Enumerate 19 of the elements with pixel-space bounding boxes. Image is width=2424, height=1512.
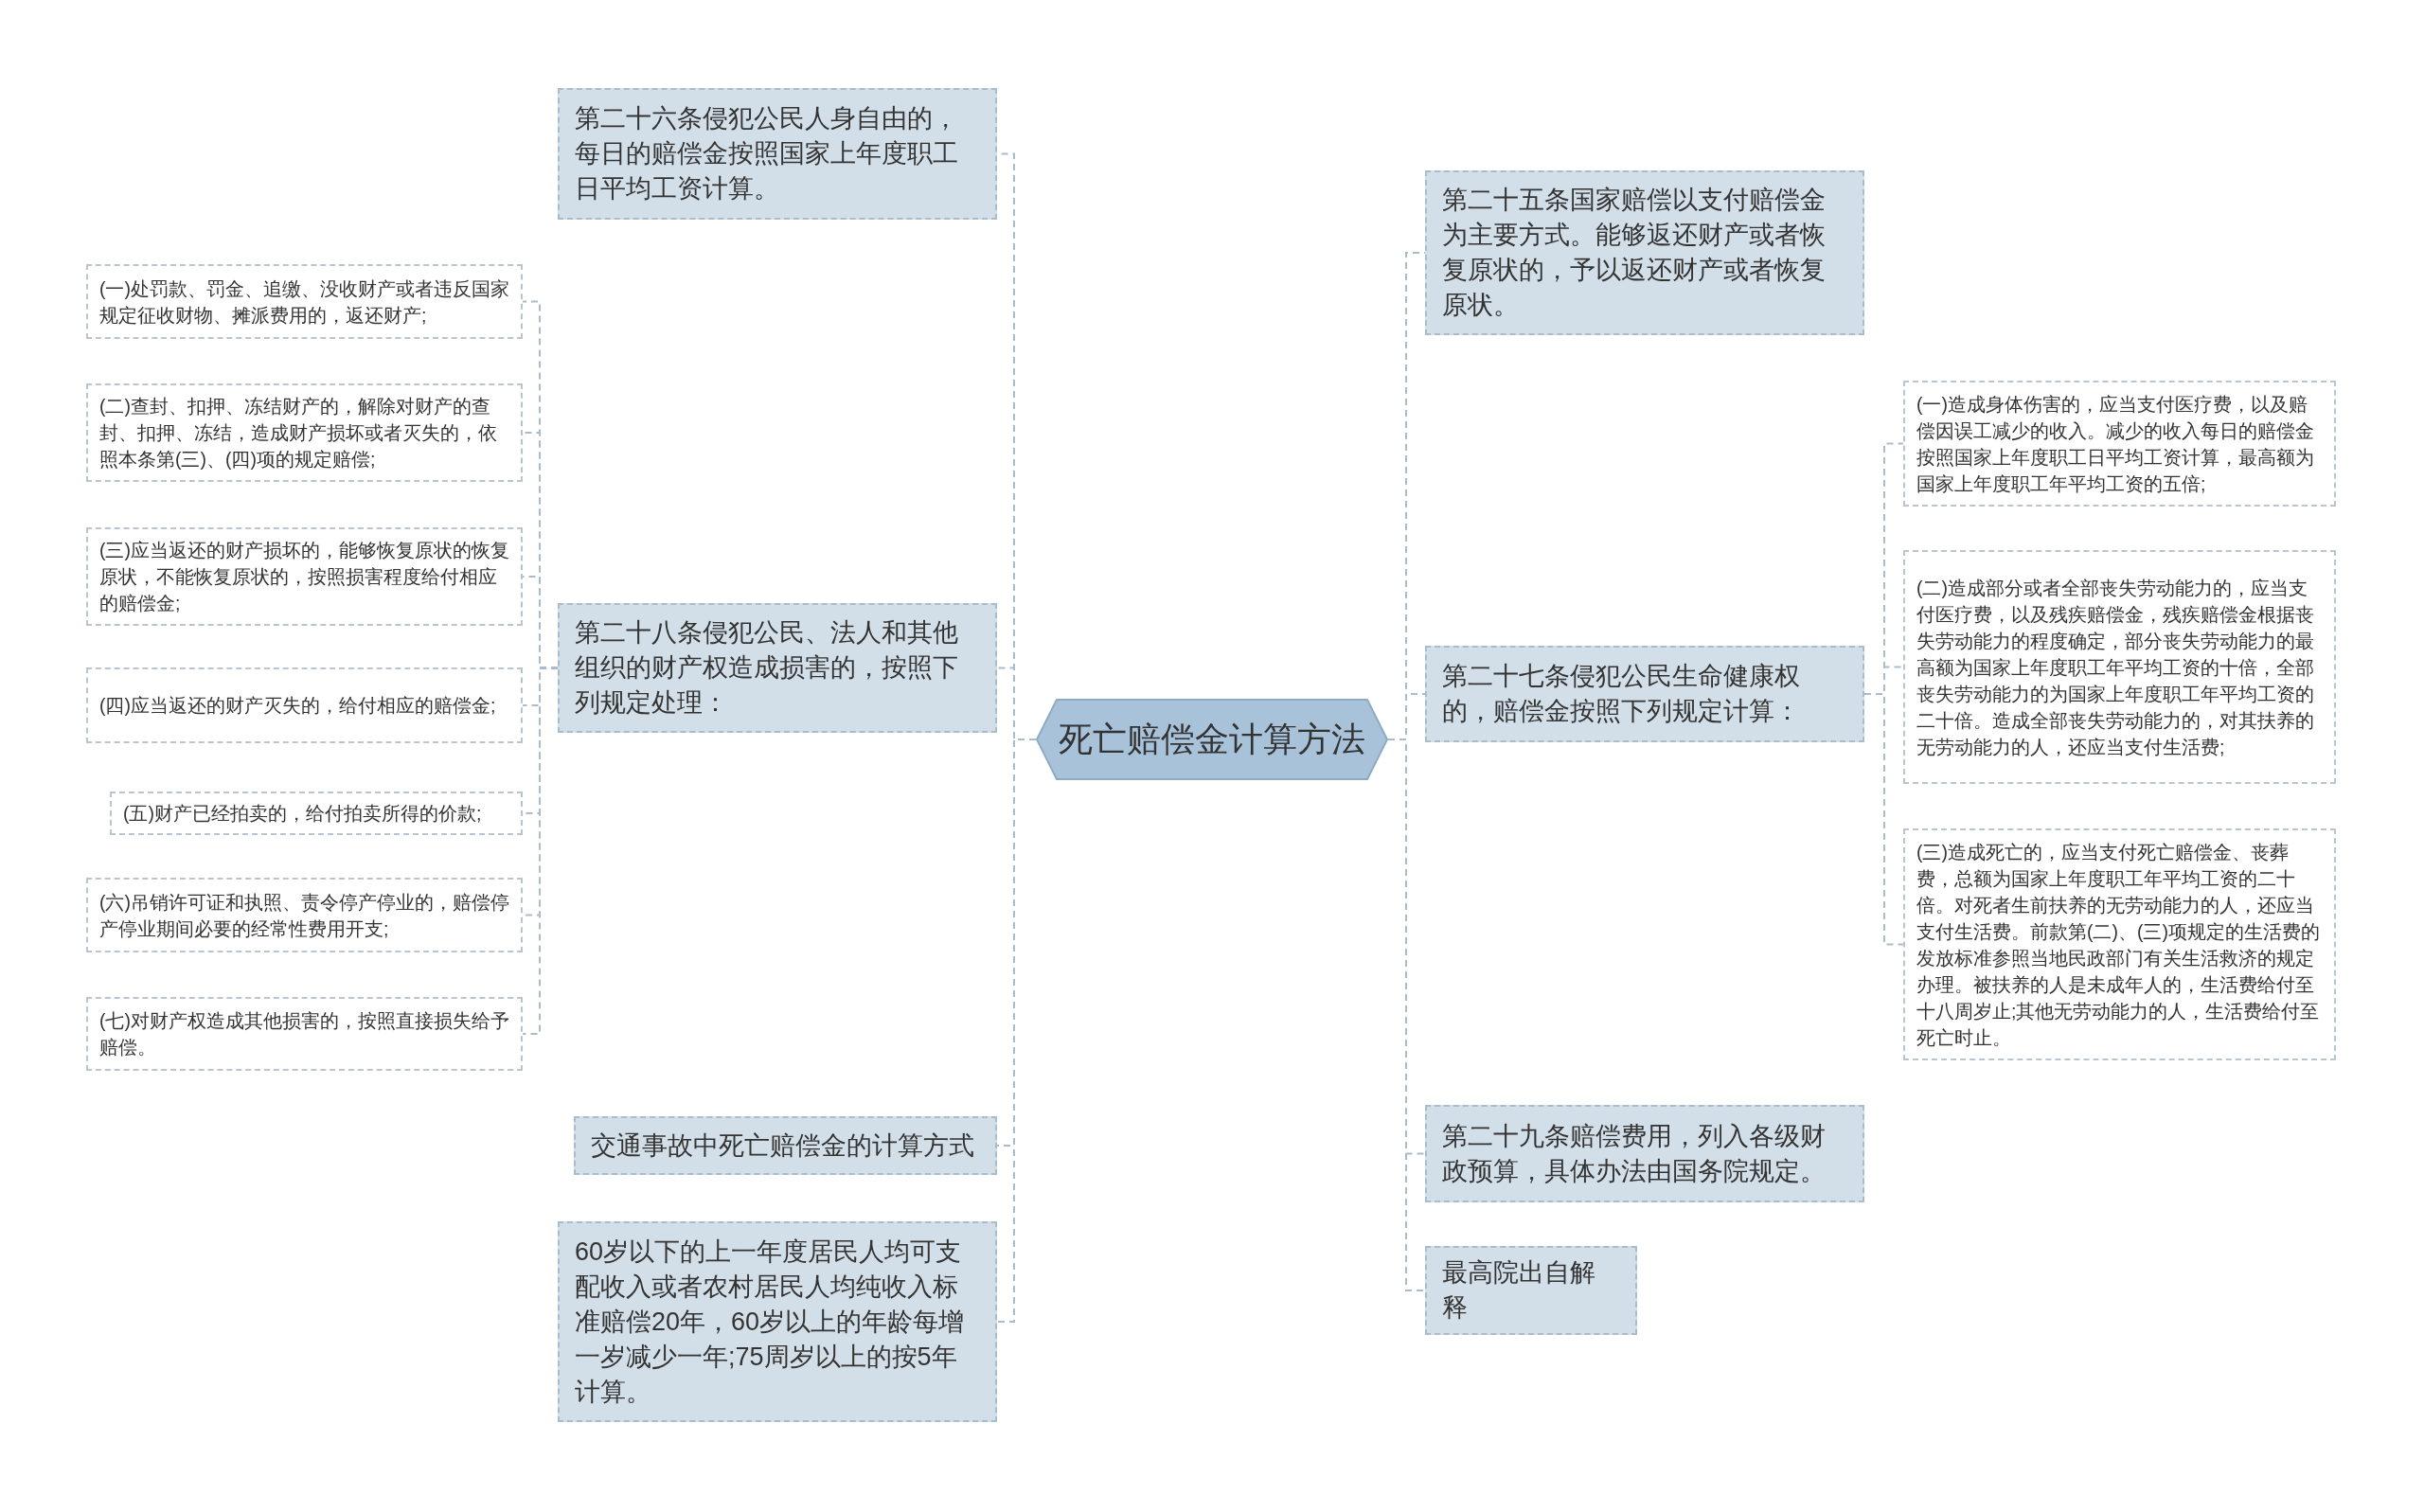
topic-box: 第二十九条赔偿费用，列入各级财政预算，具体办法由国务院规定。 bbox=[1425, 1105, 1864, 1202]
topic-box: 第二十五条国家赔偿以支付赔偿金为主要方式。能够返还财产或者恢复原状的，予以返还财产或者恢复原状。 bbox=[1425, 170, 1864, 335]
topic-box: 交通事故中死亡赔偿金的计算方式 bbox=[574, 1116, 997, 1175]
topic-box: 第二十八条侵犯公民、法人和其他组织的财产权造成损害的，按照下列规定处理： bbox=[558, 603, 997, 733]
subtopic-box: (七)对财产权造成其他损害的，按照直接损失给予赔偿。 bbox=[86, 997, 523, 1071]
topic-box: 第二十七条侵犯公民生命健康权的，赔偿金按照下列规定计算： bbox=[1425, 646, 1864, 742]
subtopic-box: (三)造成死亡的，应当支付死亡赔偿金、丧葬费，总额为国家上年度职工年平均工资的二十倍。对死者生前扶养的无劳动能力的人，还应当支付生活费。前款第(二)、(三)项规定的生活费的发放标准参照当地民政部门有关生活救济的规定办理。被扶养的人是未成年人的，生活费给付至十八周岁止;其他无劳动能力的人，生活费给付至死亡时止。 bbox=[1903, 828, 2336, 1060]
subtopic-box: (四)应当返还的财产灭失的，给付相应的赔偿金; bbox=[86, 667, 523, 743]
subtopic-box: (一)造成身体伤害的，应当支付医疗费，以及赔偿因误工减少的收入。减少的收入每日的赔偿金按照国家上年度职工日平均工资计算，最高额为国家上年度职工年平均工资的五倍; bbox=[1903, 381, 2336, 507]
subtopic-box: (一)处罚款、罚金、追缴、没收财产或者违反国家规定征收财物、摊派费用的，返还财产; bbox=[86, 264, 523, 339]
subtopic-box: (五)财产已经拍卖的，给付拍卖所得的价款; bbox=[110, 792, 523, 835]
topic-box: 最高院出自解释 bbox=[1425, 1246, 1637, 1335]
topic-box: 60岁以下的上一年度居民人均可支配收入或者农村居民人均纯收入标准赔偿20年，60岁以上的年龄每增一岁减少一年;75周岁以上的按5年计算。 bbox=[558, 1221, 997, 1422]
subtopic-box: (二)造成部分或者全部丧失劳动能力的，应当支付医疗费，以及残疾赔偿金，残疾赔偿金根据丧失劳动能力的程度确定，部分丧失劳动能力的最高额为国家上年度职工年平均工资的十倍，全部丧失劳动能力的为国家上年度职工年平均工资的二十倍。造成全部丧失劳动能力的，对其扶养的无劳动能力的人，还应当支付生活费; bbox=[1903, 550, 2336, 784]
subtopic-box: (六)吊销许可证和执照、责令停产停业的，赔偿停产停业期间必要的经常性费用开支; bbox=[86, 878, 523, 952]
subtopic-box: (三)应当返还的财产损坏的，能够恢复原状的恢复原状，不能恢复原状的，按照损害程度给付相应的赔偿金; bbox=[86, 527, 523, 626]
connector-line bbox=[1863, 693, 1904, 946]
topic-box: 第二十六条侵犯公民人身自由的，每日的赔偿金按照国家上年度职工日平均工资计算。 bbox=[558, 88, 997, 220]
subtopic-box: (二)查封、扣押、冻结财产的，解除对财产的查封、扣押、冻结，造成财产损坏或者灭失的，依照本条第(三)、(四)项的规定赔偿; bbox=[86, 383, 523, 482]
